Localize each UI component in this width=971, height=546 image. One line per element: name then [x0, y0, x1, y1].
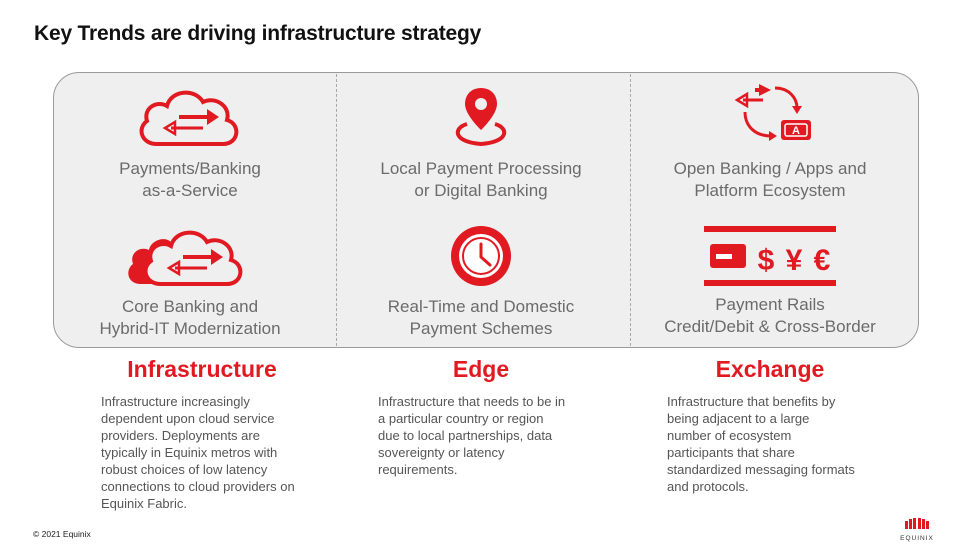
- tile-label-line1: Open Banking / Apps and: [673, 159, 867, 178]
- tile-payments-banking: Payments/Banking as-a-Service: [60, 84, 320, 202]
- desc-line: providers. Deployments are: [101, 428, 260, 443]
- desc-line: Infrastructure that benefits by: [667, 394, 836, 409]
- tile-label-line1: Payments/Banking: [119, 159, 261, 178]
- currency-euro: €: [814, 244, 831, 277]
- desc-line: standardized messaging formats: [667, 462, 855, 477]
- currency-dollar: $: [758, 244, 775, 277]
- desc-line: Infrastructure increasingly: [101, 394, 250, 409]
- tile-open-banking: A Open Banking / Apps and Platform Ecosy…: [640, 84, 900, 202]
- hybrid-cloud-icon: [128, 230, 243, 286]
- tile-label-line1: Payment Rails: [715, 295, 825, 314]
- heading-infrastructure: Infrastructure: [127, 356, 277, 382]
- desc-line: requirements.: [378, 462, 458, 477]
- column-divider-right: [630, 74, 631, 346]
- copyright-text: © 2021 Equinix: [33, 529, 91, 539]
- equinix-logo-icon: [905, 518, 929, 529]
- tile-label-line2: Platform Ecosystem: [694, 181, 846, 200]
- desc-line: robust choices of low latency: [101, 462, 268, 477]
- desc-edge: Infrastructure that needs to be in a par…: [378, 393, 565, 478]
- desc-line: dependent upon cloud service: [101, 411, 275, 426]
- desc-line: Equinix Fabric.: [101, 496, 187, 511]
- tile-label-line1: Real-Time and Domestic: [387, 297, 575, 316]
- tile-label-line2: Credit/Debit & Cross-Border: [664, 317, 876, 336]
- desc-line: connections to cloud providers on: [101, 479, 295, 494]
- tile-label-line2: Hybrid-IT Modernization: [99, 319, 281, 338]
- heading-edge: Edge: [452, 356, 510, 382]
- column-divider-left: [336, 74, 337, 346]
- desc-line: and protocols.: [667, 479, 749, 494]
- desc-infrastructure: Infrastructure increasingly dependent up…: [101, 393, 295, 512]
- currency-yen: ¥: [786, 244, 803, 277]
- cloud-exchange-icon: [139, 90, 239, 146]
- desc-exchange: Infrastructure that benefits by being ad…: [667, 393, 855, 495]
- desc-line: sovereignty or latency: [378, 445, 505, 460]
- desc-line: Infrastructure that needs to be in: [378, 394, 566, 409]
- desc-line: due to local partnerships, data: [378, 428, 553, 443]
- tile-label-line1: Local Payment Processing: [380, 159, 582, 178]
- tile-local-payment: Local Payment Processing or Digital Bank…: [351, 84, 611, 202]
- desc-line: participants that share: [667, 445, 795, 460]
- page-title: Key Trends are driving infrastructure st…: [34, 22, 482, 45]
- clock-icon: [451, 226, 511, 286]
- logo-text: EQUINIX: [900, 535, 934, 542]
- tile-payment-rails: $ ¥ € Payment Rails Credit/Debit & Cross…: [640, 224, 900, 338]
- heading-exchange: Exchange: [715, 356, 825, 382]
- desc-line: number of ecosystem: [667, 428, 792, 443]
- tile-real-time: Real-Time and Domestic Payment Schemes: [351, 222, 611, 340]
- tile-label-line2: as-a-Service: [142, 181, 238, 200]
- tile-label-line2: or Digital Banking: [414, 181, 548, 200]
- equinix-logo: EQUINIX: [897, 516, 937, 542]
- desc-line: typically in Equinix metros with: [101, 445, 278, 460]
- desc-line: being adjacent to a large: [667, 411, 810, 426]
- exchange-badge-text: A: [792, 125, 800, 137]
- tile-label-line2: Payment Schemes: [409, 319, 553, 338]
- tile-core-banking: Core Banking and Hybrid-IT Modernization: [60, 224, 320, 340]
- card-currency-icon: $ ¥ €: [704, 226, 836, 286]
- location-pin-icon: [455, 88, 507, 147]
- desc-line: a particular country or region: [378, 411, 544, 426]
- exchange-cycle-icon: A: [734, 84, 811, 141]
- tile-label-line1: Core Banking and: [121, 297, 259, 316]
